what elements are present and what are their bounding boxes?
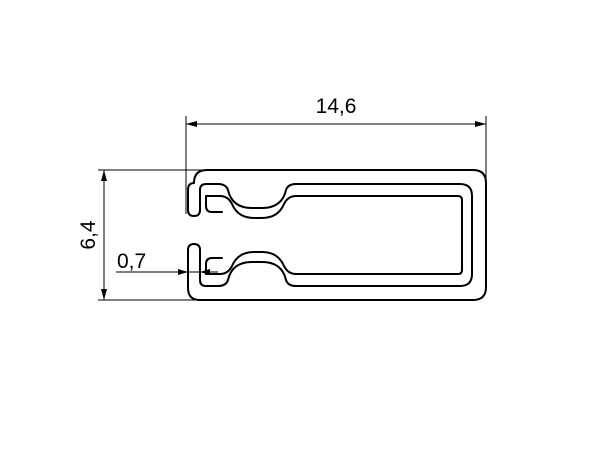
width-dimension-label: 14,6 [316, 95, 357, 118]
wall-dimension-label: 0,7 [117, 250, 146, 273]
height-dimension-label: 6,4 [77, 220, 100, 250]
width-arrow-right [475, 121, 486, 127]
width-arrow-left [186, 121, 197, 127]
lower-lip [205, 257, 223, 275]
height-arrow-top [101, 170, 107, 181]
height-arrow-bottom [101, 289, 107, 300]
wall-arrow-right [200, 269, 210, 275]
profile-inner-contour [205, 195, 463, 275]
profile-outer-contour [187, 169, 487, 301]
wall-arrow-left [178, 269, 188, 275]
upper-lip [205, 195, 223, 213]
